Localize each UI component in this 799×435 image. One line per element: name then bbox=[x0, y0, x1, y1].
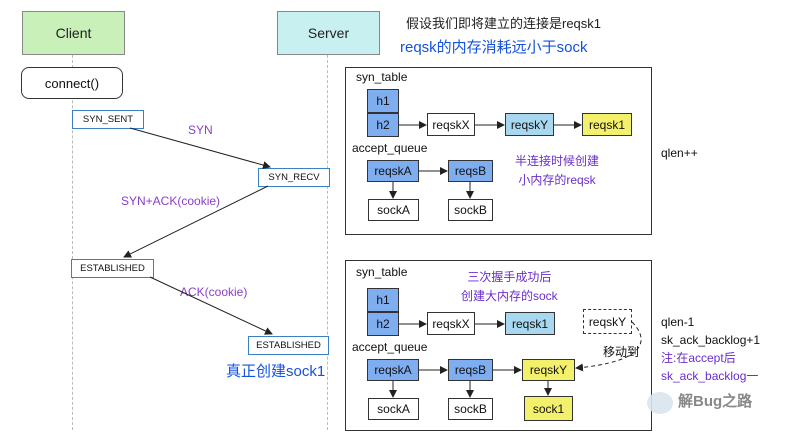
p2-h2: h2 bbox=[367, 312, 399, 336]
arrow-ack bbox=[149, 276, 273, 335]
p2-note-line-2: 创建大内存的sock bbox=[461, 289, 558, 303]
p2-reqsky: reqskY bbox=[522, 359, 575, 381]
p2-side-line-3: 注:在accept后 bbox=[661, 351, 736, 365]
p2-reqsk1: reqsk1 bbox=[505, 312, 555, 335]
p1-note-line-2: 小内存的reqsk bbox=[518, 173, 596, 187]
p2-sock1: sock1 bbox=[524, 396, 573, 421]
p2-move-label: 移动到 bbox=[603, 345, 640, 359]
p2-syn-table-label: syn_table bbox=[356, 265, 408, 279]
p1-reqskx: reqskX bbox=[427, 113, 475, 136]
header-line-2: reqsk的内存消耗远小于sock bbox=[400, 39, 588, 56]
p2-side-line-2: sk_ack_backlog+1 bbox=[661, 333, 761, 347]
p1-syn-table-label: syn_table bbox=[356, 70, 408, 84]
client-header: Client bbox=[22, 11, 125, 55]
connect-box: connect() bbox=[21, 67, 123, 99]
p1-accept-queue-label: accept_queue bbox=[352, 141, 428, 155]
p2-side-line-4: sk_ack_backlog一 bbox=[661, 369, 759, 383]
state-syn-recv: SYN_RECV bbox=[258, 168, 330, 187]
p1-note-line-1: 半连接时候创建 bbox=[515, 154, 600, 168]
p2-reqska: reqskA bbox=[367, 359, 419, 381]
client-lifeline bbox=[72, 55, 73, 430]
p2-note: 三次握手成功后 创建大内存的sock bbox=[461, 268, 558, 306]
p2-reqskx: reqskX bbox=[427, 312, 475, 335]
server-lifeline bbox=[327, 55, 328, 430]
server-header: Server bbox=[277, 11, 380, 55]
p2-accept-queue-label: accept_queue bbox=[352, 340, 428, 354]
server-caption: 真正创建sock1 bbox=[226, 363, 326, 380]
watermark-text: 解Bug之路 bbox=[678, 393, 753, 410]
p1-sockb: sockB bbox=[448, 199, 493, 221]
p2-sockb: sockB bbox=[448, 398, 493, 420]
p1-note: 半连接时候创建 小内存的reqsk bbox=[515, 152, 599, 190]
p1-reqsb: reqsB bbox=[448, 160, 493, 182]
watermark-logo bbox=[647, 392, 673, 414]
state-established-server: ESTABLISHED bbox=[248, 336, 329, 355]
p2-reqsb: reqsB bbox=[448, 359, 493, 381]
p1-h1: h1 bbox=[367, 89, 399, 113]
arrow-synack bbox=[123, 185, 269, 258]
p2-note-line-1: 三次握手成功后 bbox=[467, 270, 552, 284]
p2-side-line-1: qlen-1 bbox=[661, 315, 695, 329]
msg-syn: SYN bbox=[188, 123, 213, 137]
p1-socka: sockA bbox=[368, 199, 419, 221]
p1-reqsk1: reqsk1 bbox=[582, 113, 632, 136]
header-line-1: 假设我们即将建立的连接是reqsk1 bbox=[406, 16, 602, 31]
p1-reqsky: reqskY bbox=[505, 113, 554, 136]
p1-side-note: qlen++ bbox=[661, 146, 698, 160]
p1-h2: h2 bbox=[367, 113, 399, 137]
arrow-syn bbox=[129, 127, 271, 169]
p2-reqsky-moved: reqskY bbox=[583, 309, 632, 334]
p2-side-note: qlen-1 sk_ack_backlog+1 注:在accept后 sk_ac… bbox=[661, 314, 760, 384]
msg-ack: ACK(cookie) bbox=[180, 285, 248, 299]
msg-synack: SYN+ACK(cookie) bbox=[121, 194, 221, 208]
p2-socka: sockA bbox=[368, 398, 419, 420]
p1-reqska: reqskA bbox=[367, 160, 419, 182]
state-established-client: ESTABLISHED bbox=[71, 259, 154, 278]
p2-arrow-move bbox=[575, 321, 642, 372]
p2-h1: h1 bbox=[367, 288, 399, 312]
state-syn-sent: SYN_SENT bbox=[72, 110, 144, 129]
